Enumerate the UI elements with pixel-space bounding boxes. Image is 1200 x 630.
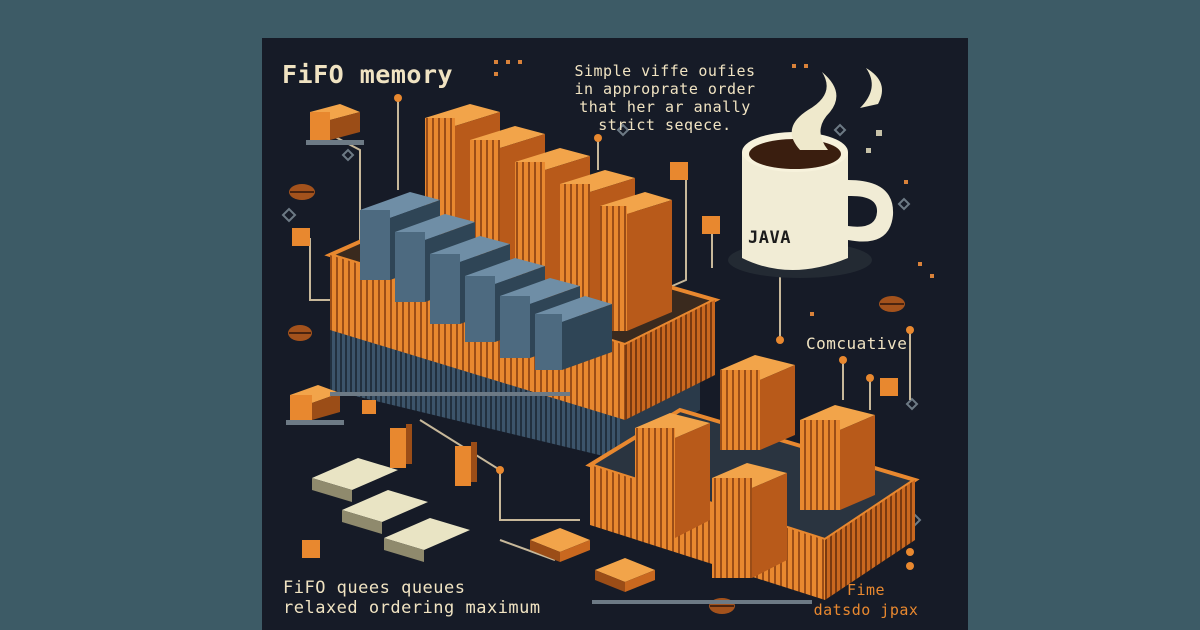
description-line: strict seqece. [598,116,732,134]
title-label: FiFO memory [282,60,454,89]
description-block: Simple viffe oufies in approprate order … [560,62,770,134]
coffee-mug-icon [728,68,894,278]
microchip-icon [306,104,364,145]
caption-line: Fime [846,581,886,599]
microchip-icon [530,528,590,562]
board-pins [330,392,812,604]
caption-line: relaxed ordering maximum [283,598,541,618]
cube [720,355,795,450]
concurrent-label: Comcuative [806,334,908,353]
bottom-right-caption: Fime datsdo jpax [806,580,926,620]
caption-line: FiFO quees queues [283,578,466,598]
microchip-icon [286,385,344,425]
caption-line: datsdo jpax [813,601,919,619]
memory-sticks [312,458,470,562]
description-line: in approprate order [574,80,756,98]
sparkle-icon [494,60,934,316]
cube [635,413,710,538]
cube [712,463,787,578]
cube [800,405,875,510]
memory-blocks-blue [360,192,612,370]
mug-label: JAVA [748,228,791,248]
microchip-icon [595,558,655,592]
orange-posts [292,162,898,558]
bottom-left-caption: FiFO quees queues relaxed ordering maxim… [283,578,541,618]
concurrent-board [585,355,920,600]
description-line: that her ar anally [579,98,751,116]
description-line: Simple viffe oufies [574,62,756,80]
